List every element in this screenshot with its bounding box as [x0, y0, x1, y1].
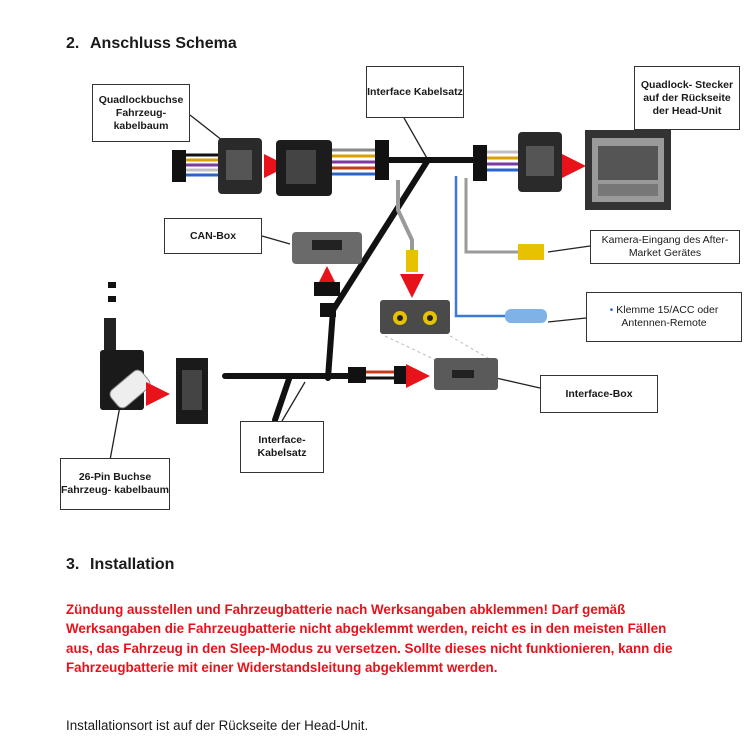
section-number: 3.	[66, 556, 80, 573]
quadlock-socket-vehicle	[172, 138, 262, 194]
leader-line	[547, 245, 591, 253]
label-interface-kabelsatz-bottom: Interface- Kabelsatz	[240, 421, 324, 473]
section-2-heading: 2. Anschluss Schema	[66, 35, 237, 53]
headunit-quadlock-socket	[585, 130, 671, 210]
leader-line	[547, 317, 587, 323]
label-26-pin-buchse: 26-Pin Buchse Fahrzeug- kabelbaum	[60, 458, 170, 510]
interface-harness-connector	[276, 140, 389, 196]
label-interface-box: Interface-Box	[540, 375, 658, 413]
rca-camera-input	[518, 244, 544, 260]
section-number: 2.	[66, 35, 80, 52]
26-pin-harness-plug	[176, 358, 208, 424]
rca-yellow-plug	[406, 250, 418, 272]
leader-line	[281, 381, 306, 422]
installation-location-text: Installationsort ist auf der Rückseite d…	[66, 718, 369, 733]
can-box	[292, 232, 362, 264]
quadlock-connector-headunit-side	[473, 132, 562, 192]
leader-line	[495, 377, 541, 389]
label-quadlockbuchse: Quadlockbuchse Fahrzeug- kabelbaum	[92, 84, 190, 142]
26-pin-connector	[100, 282, 151, 410]
label-kamera-eingang: Kamera-Eingang des After-Market Gerätes	[590, 230, 740, 264]
klemme-connector	[505, 309, 547, 323]
section-title: Installation	[90, 556, 175, 573]
label-can-box: CAN-Box	[164, 218, 262, 254]
interface-box	[434, 358, 498, 390]
bullet-icon: •	[609, 304, 614, 316]
section-3-heading: 3. Installation	[66, 556, 174, 574]
warning-text: Zündung ausstellen und Fahrzeugbatterie …	[66, 602, 673, 676]
label-interface-kabelsatz: Interface Kabelsatz	[366, 66, 464, 118]
connection-diagram	[100, 114, 671, 461]
rca-adapter-box	[380, 300, 450, 334]
label-quadlock-stecker: Quadlock- Stecker auf der Rückseite der …	[634, 66, 740, 130]
leader-line	[261, 235, 291, 245]
leader-line	[403, 117, 429, 161]
section-title: Anschluss Schema	[90, 35, 237, 52]
label-klemme: • Klemme 15/ACC oder Antennen-Remote	[586, 292, 742, 342]
